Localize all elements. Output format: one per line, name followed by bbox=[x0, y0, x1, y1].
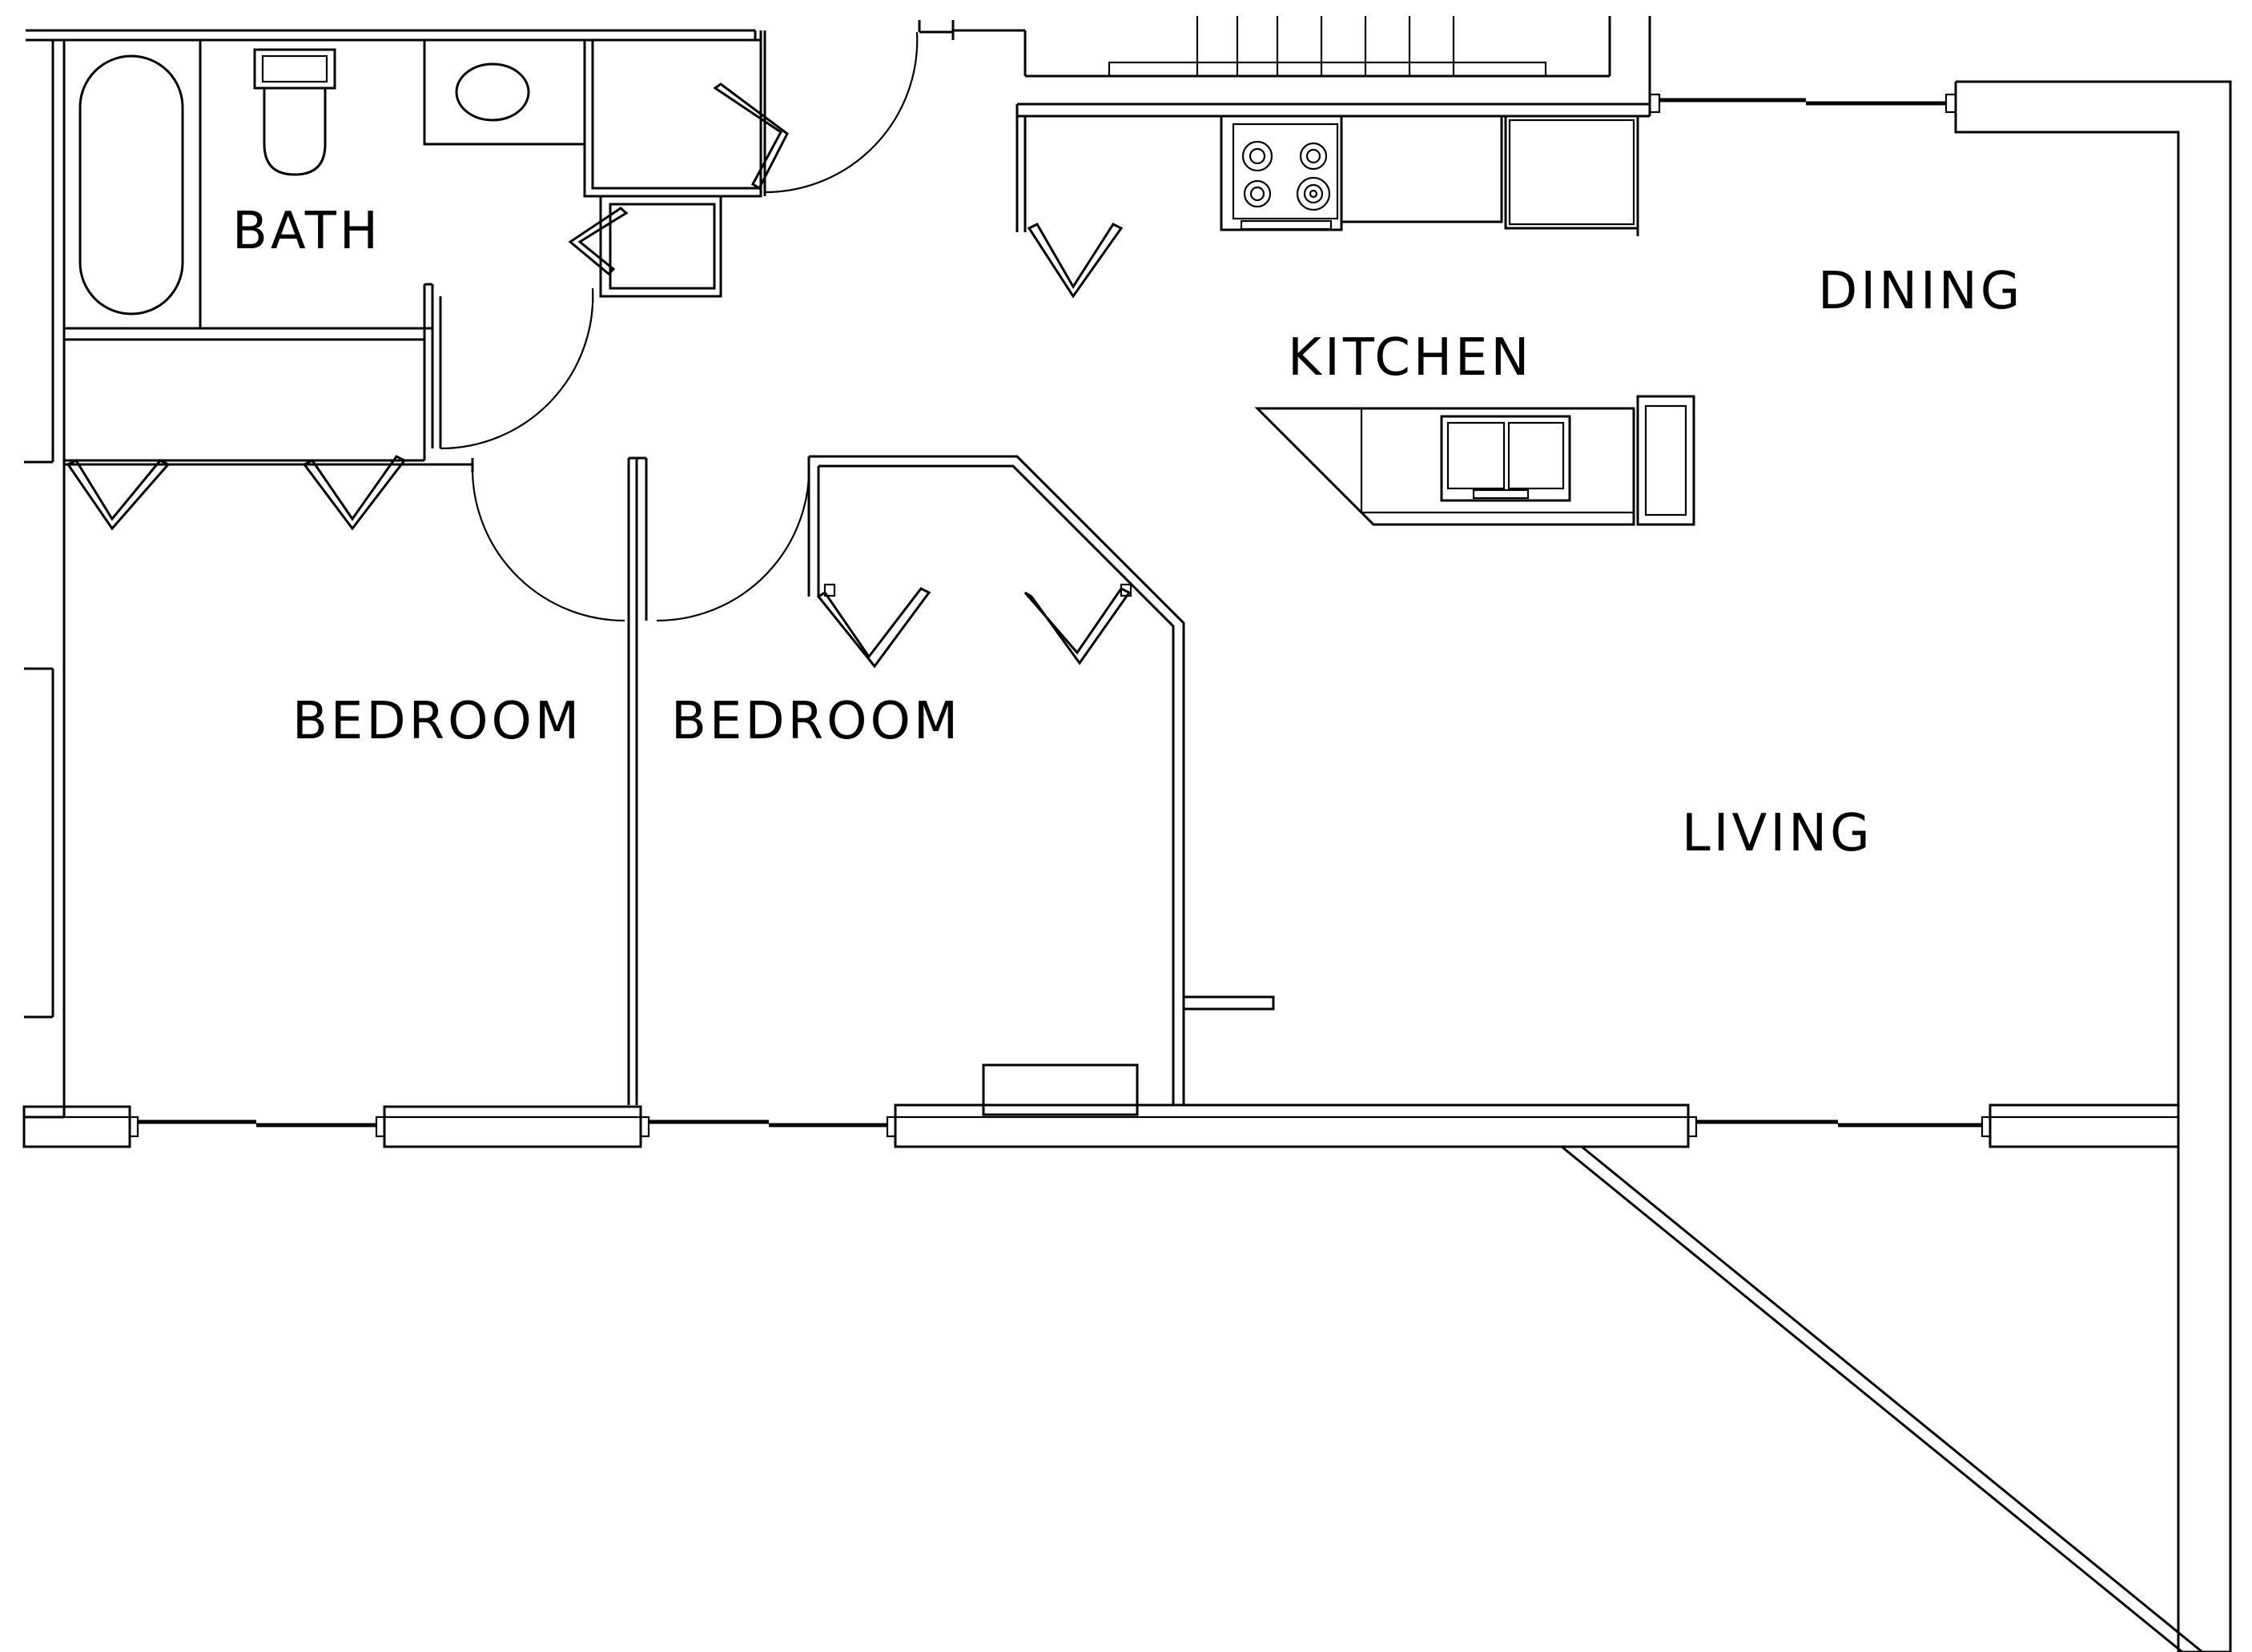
room-label-bedroom-2: BEDROOM bbox=[671, 692, 961, 751]
dishwasher bbox=[1636, 395, 1695, 526]
range bbox=[1220, 115, 1343, 231]
west-wall bbox=[24, 40, 66, 1119]
kitchen-island bbox=[1254, 395, 1695, 526]
kitchen-bifold-door bbox=[1027, 223, 1124, 299]
south-wall bbox=[22, 1063, 2180, 1148]
linen-closets bbox=[568, 38, 789, 298]
bath-vanity bbox=[423, 38, 586, 146]
entry-door-swing bbox=[764, 31, 919, 194]
bedroom-1-door-swing bbox=[471, 472, 625, 622]
north-window bbox=[1648, 93, 1957, 114]
room-label-living: LIVING bbox=[1682, 804, 1873, 863]
room-label-bath: BATH bbox=[232, 202, 381, 261]
closet-bifold-door bbox=[66, 459, 171, 531]
entry-door bbox=[759, 20, 955, 196]
bedroom-2-door-swing bbox=[656, 460, 810, 622]
closet-bifold-door bbox=[816, 587, 931, 669]
hvac-unit bbox=[982, 1063, 1139, 1116]
refrigerator bbox=[1504, 115, 1639, 230]
bath-sink bbox=[455, 62, 530, 122]
bedroom-closets bbox=[64, 455, 1275, 1105]
bath-door-swing bbox=[440, 287, 594, 450]
room-label-kitchen: KITCHEN bbox=[1288, 328, 1532, 388]
kitchen-sink bbox=[1440, 415, 1571, 502]
room-label-dining: DINING bbox=[1818, 262, 2023, 321]
toilet bbox=[253, 48, 336, 176]
closet-bifold-door bbox=[302, 455, 407, 531]
closet-bifold-door bbox=[713, 82, 789, 191]
closet-bifold-door bbox=[1023, 587, 1132, 665]
room-label-bedroom-1: BEDROOM bbox=[292, 692, 582, 751]
bath-area bbox=[26, 29, 757, 460]
kitchen-area bbox=[953, 16, 1695, 526]
exterior-walls bbox=[1561, 80, 2232, 1652]
bathtub-basin bbox=[78, 54, 184, 316]
closet-bifold-door bbox=[568, 207, 629, 276]
counter-cabinet bbox=[1340, 115, 1503, 223]
